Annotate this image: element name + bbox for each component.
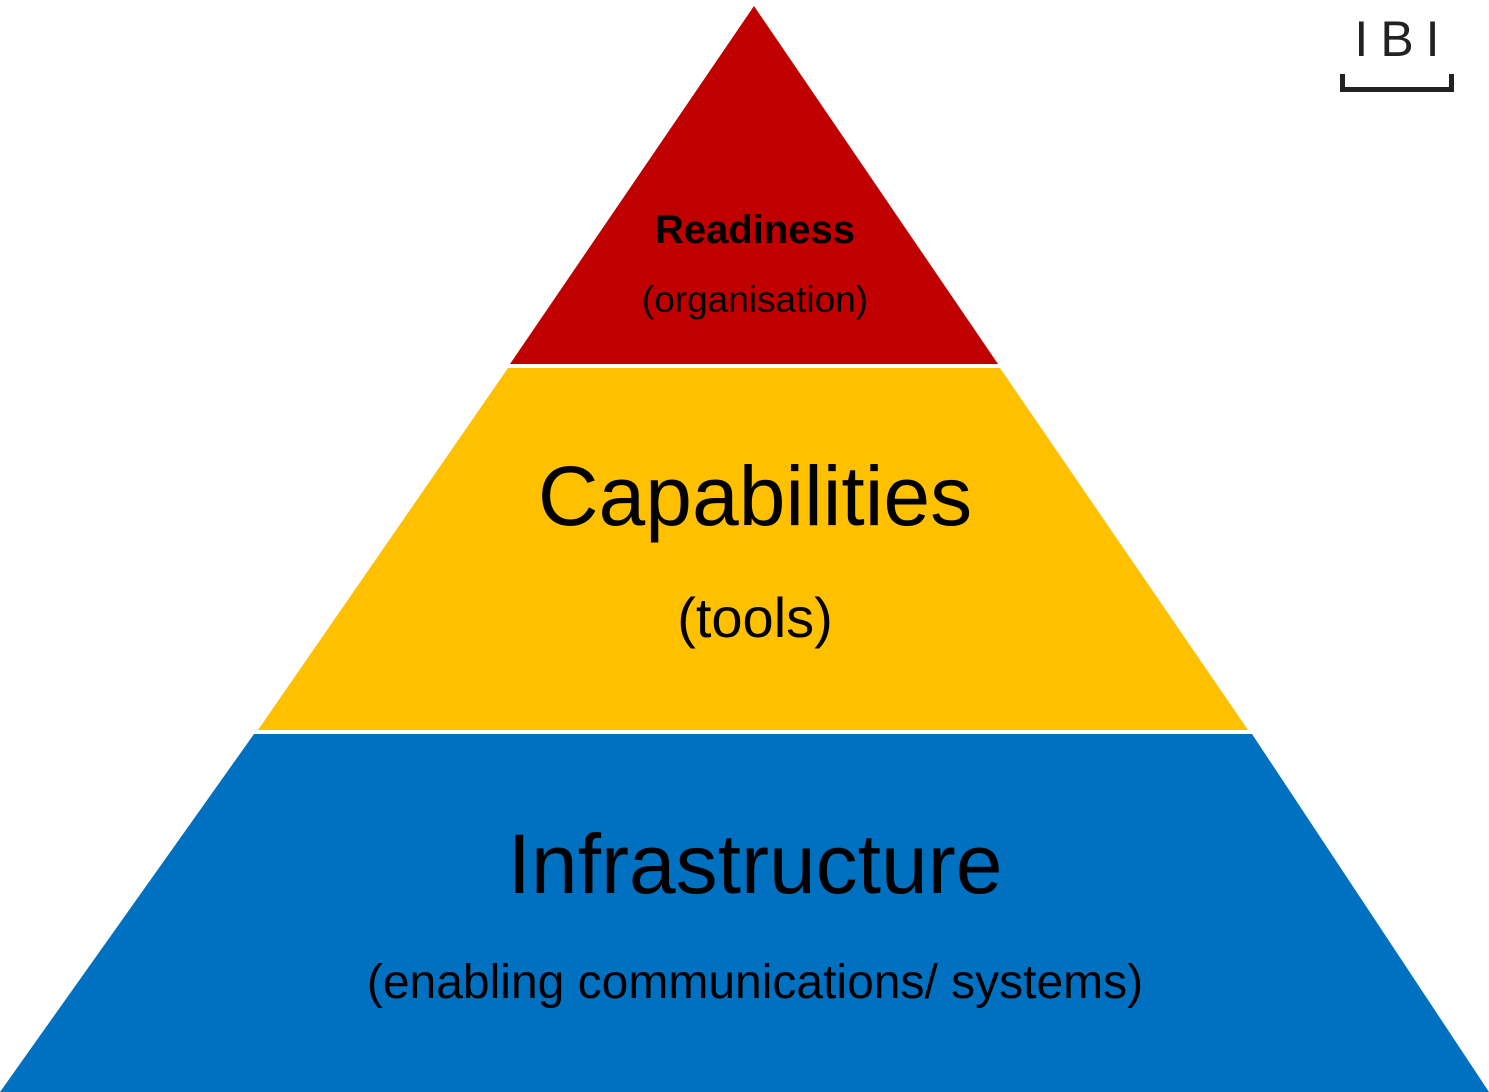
tier-infrastructure <box>0 734 1489 1092</box>
ibi-logo: IBI <box>1336 8 1460 96</box>
infrastructure-subtitle: (enabling communications/ systems) <box>366 956 1144 1009</box>
logo-text: IBI <box>1354 11 1452 67</box>
capabilities-title: Capabilities <box>537 449 973 543</box>
logo-bracket <box>1340 74 1454 92</box>
readiness-subtitle: (organisation) <box>641 279 869 320</box>
tier-readiness <box>510 6 998 364</box>
capabilities-subtitle: (tools) <box>677 586 833 649</box>
infrastructure-title: Infrastructure <box>507 817 1003 911</box>
tier-capabilities <box>258 368 1248 730</box>
readiness-title: Readiness <box>654 208 856 252</box>
